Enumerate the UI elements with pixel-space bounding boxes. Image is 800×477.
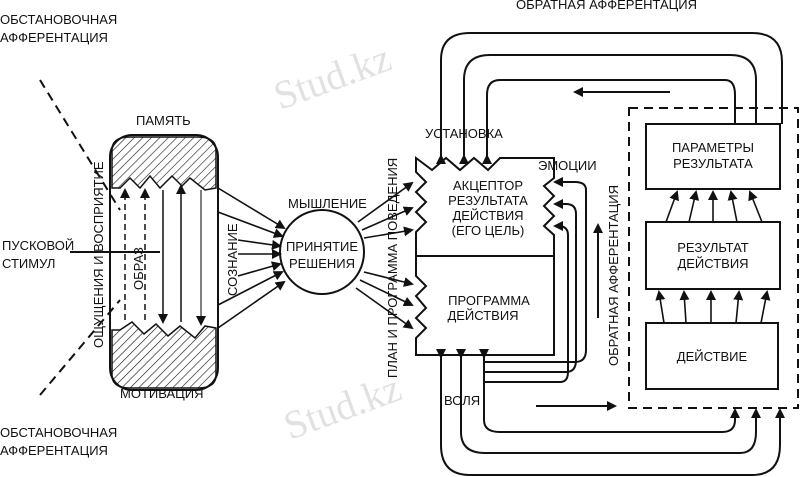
feedback-top-label: ОБРАТНАЯ АФФЕРЕНТАЦИЯ (516, 0, 697, 12)
decision-label-2: РЕШЕНИЯ (289, 256, 355, 271)
params-label-2: РЕЗУЛЬТАТА (673, 156, 753, 171)
emotion-loops (484, 177, 587, 383)
arrows-to-decision (217, 187, 286, 329)
action-box (645, 322, 779, 390)
image-label: ОБРАЗ (131, 247, 146, 290)
acceptor-label-2: РЕЗУЛЬТАТА (448, 193, 528, 208)
result-label-2: ДЕЙСТВИЯ (677, 256, 748, 271)
env-afferent-bottom-label-2: АФФЕРЕНТАЦИЯ (0, 443, 108, 458)
program-label: ПРОГРАММА (448, 293, 530, 308)
result-to-params-arrows (665, 190, 763, 223)
setting-label: УСТАНОВКА (425, 126, 503, 141)
action-label: ДЕЙСТВИЕ (677, 349, 748, 364)
will-label: ВОЛЯ (444, 393, 480, 408)
action-to-result-arrows (655, 290, 771, 324)
emotions-label: ЭМОЦИИ (538, 158, 597, 173)
program-label-2: ДЕЙСТВИЯ (447, 308, 518, 323)
decision-label: ПРИНЯТИЕ (286, 239, 358, 254)
top-feedback-loops (436, 32, 783, 164)
consciousness-label: СОЗНАНИЕ (225, 223, 240, 296)
thinking-label: МЫШЛЕНИЕ (288, 196, 367, 211)
bottom-efferent-loops (436, 349, 785, 476)
env-afferent-line-bottom (39, 299, 121, 396)
acceptor-label: АКЦЕПТОР (453, 178, 523, 193)
memory-motivation-block (109, 134, 219, 391)
acceptor-label-4: (ЕГО ЦЕЛЬ) (452, 223, 525, 238)
svg-text:Stud.kz: Stud.kz (268, 35, 397, 119)
motivation-label: МОТИВАЦИЯ (120, 386, 203, 401)
trigger-label: ПУСКОВОЙ (2, 238, 74, 253)
feedback-side-label: ОБРАТНАЯ АФФЕРЕНТАЦИЯ (606, 185, 621, 366)
memory-label: ПАМЯТЬ (136, 113, 191, 128)
acceptor-label-3: ДЕЙСТВИЯ (452, 208, 523, 223)
env-afferent-top-label: ОБСТАНОВОЧНАЯ (0, 12, 117, 27)
decision-circle (279, 209, 365, 295)
params-label: ПАРАМЕТРЫ (672, 140, 754, 155)
plan-label: ПЛАН И ПРОГРАММА ПОВЕДЕНИЯ (385, 158, 400, 378)
env-afferent-bottom-label: ОБСТАНОВОЧНАЯ (0, 425, 117, 440)
env-afferent-line-top (39, 79, 121, 211)
env-afferent-top-label-2: АФФЕРЕНТАЦИЯ (0, 30, 108, 45)
result-label: РЕЗУЛЬТАТ (677, 240, 749, 255)
trigger-label-2: СТИМУЛ (2, 256, 55, 271)
plan-arrows (355, 181, 414, 330)
sensation-label: ОЩУЩЕНИЯ И ВОСПРИЯТИЕ (91, 161, 106, 348)
params-box (645, 123, 781, 190)
effector-dashed-box (628, 107, 799, 409)
